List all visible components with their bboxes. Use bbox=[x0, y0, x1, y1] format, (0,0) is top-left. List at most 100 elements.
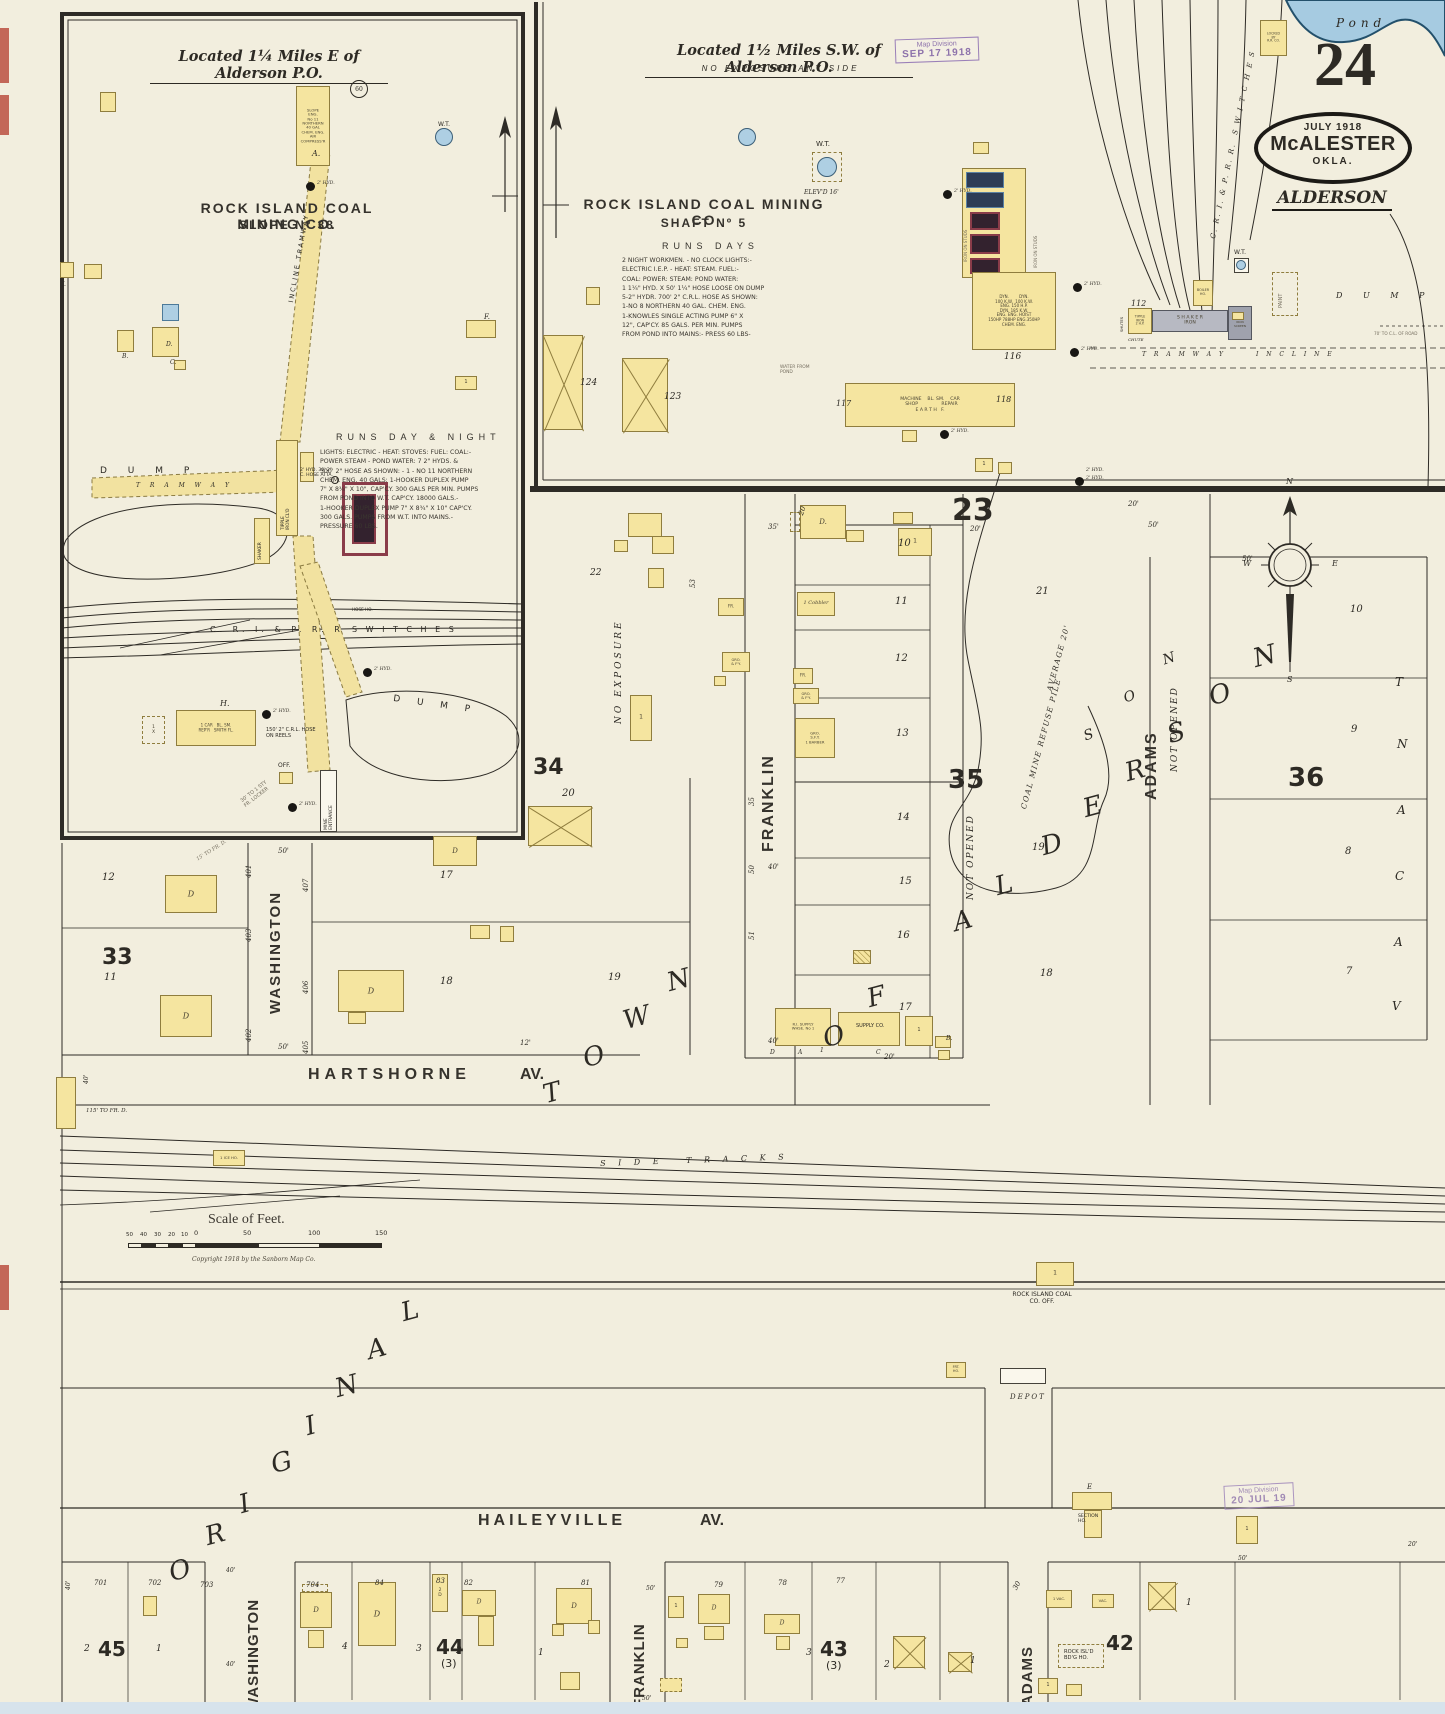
map-label: C. bbox=[170, 359, 177, 366]
logo-state: OKLA. bbox=[1312, 156, 1354, 167]
hydrant-dot bbox=[1075, 477, 1084, 486]
map-label: 17 bbox=[440, 870, 453, 881]
map-line bbox=[59, 1179, 421, 1206]
map-label: A. bbox=[312, 149, 321, 158]
map-label: 40 bbox=[140, 1232, 147, 1238]
map-label: 12 bbox=[895, 653, 908, 664]
map-label: ELEV'D 16' bbox=[804, 189, 839, 196]
map-label: 401 bbox=[245, 864, 253, 878]
map-label: I N C L I N E bbox=[1256, 351, 1335, 358]
street-label: WASHINGTON bbox=[267, 890, 284, 1014]
map-line bbox=[499, 116, 511, 138]
map-label: 50' bbox=[1242, 555, 1253, 563]
building-label: 1 CAR BL. SM. REP'R SMITH FL. bbox=[198, 722, 234, 732]
map-label: 20' bbox=[970, 525, 981, 533]
map-line bbox=[345, 690, 520, 782]
building-label: D bbox=[476, 1598, 482, 1606]
building: FR. bbox=[793, 668, 813, 684]
map-label: B. bbox=[122, 353, 129, 360]
map-label: 16 bbox=[897, 930, 910, 941]
building bbox=[143, 1596, 157, 1616]
map-label: 12 bbox=[102, 872, 115, 883]
building-label: D bbox=[452, 846, 458, 855]
map-label: 40' bbox=[226, 1567, 236, 1574]
building: SLOPE ENG. No 11 NORTHERN 40 GAL CHEM. E… bbox=[296, 86, 330, 166]
map-label: 150 bbox=[375, 1229, 388, 1237]
building: GRO. S.F.Y. 1 BARBER bbox=[795, 718, 835, 758]
building-label: VAC. bbox=[1098, 1597, 1108, 1603]
hydrant-label: 2' HYD. bbox=[1086, 476, 1104, 481]
building-label: DYN. DYN. 100 K.W. 100 K.W. ENG. 150 H.P… bbox=[988, 293, 1040, 327]
building bbox=[1232, 312, 1244, 320]
map-label: 1 bbox=[156, 1644, 162, 1654]
building bbox=[846, 530, 864, 542]
building: D bbox=[764, 1614, 800, 1634]
scale-segment bbox=[141, 1243, 156, 1248]
building-label: FR. bbox=[799, 672, 807, 678]
map-label: 112 bbox=[1131, 299, 1147, 308]
map-label: 1 bbox=[820, 1047, 824, 1054]
map-line bbox=[1227, 0, 1247, 261]
map-line bbox=[59, 1162, 1445, 1205]
scale-segment bbox=[257, 1243, 320, 1248]
building bbox=[853, 950, 871, 964]
mid-fire-note: 2 NIGHT WORKMEN. - NO CLOCK LIGHTS:- ELE… bbox=[622, 257, 765, 339]
left-fire-note: LIGHTS: ELECTRIC - HEAT: STOVES: FUEL: C… bbox=[320, 449, 479, 531]
map-label: 79 bbox=[714, 1581, 723, 1589]
map-label: MINE ENTRANCE bbox=[324, 805, 335, 830]
map-label: DEPOT bbox=[1010, 1393, 1046, 1401]
building-label: D bbox=[182, 1011, 190, 1021]
building-label: TIPPLE IRON 2 H.P. bbox=[1134, 314, 1146, 326]
hydrant-dot bbox=[288, 803, 297, 812]
building-label: D bbox=[367, 986, 375, 996]
map-label: N bbox=[1397, 737, 1408, 751]
map-label: 50 bbox=[126, 1232, 133, 1238]
map-label: SHUTES bbox=[1119, 316, 1124, 332]
building bbox=[100, 92, 116, 112]
building: 1 bbox=[455, 376, 477, 390]
map-label: 116 bbox=[1004, 352, 1022, 362]
building-label: D bbox=[779, 1619, 785, 1627]
map-line bbox=[1283, 496, 1297, 516]
map-line bbox=[1389, 213, 1430, 488]
map-label: 40' bbox=[768, 1037, 779, 1045]
map-label: 40' bbox=[65, 1580, 72, 1590]
building bbox=[973, 142, 989, 154]
building: FR. bbox=[718, 598, 744, 616]
building-label: D bbox=[373, 1609, 381, 1619]
map-label: 20' bbox=[1408, 1541, 1418, 1548]
building: GRO. & F'Y. bbox=[722, 652, 750, 672]
building-label: MACHINE BL. SM. CAR SHOP REPAIR E A R T … bbox=[900, 397, 960, 413]
map-label: D. bbox=[166, 341, 173, 348]
hydrant-dot bbox=[1073, 283, 1082, 292]
building: FRT. HO. bbox=[946, 1362, 966, 1378]
building bbox=[279, 772, 293, 784]
map-label: 40' bbox=[226, 1661, 236, 1668]
building: D bbox=[300, 1592, 332, 1628]
map-label: N bbox=[1286, 477, 1293, 486]
map-label: 18 bbox=[1040, 968, 1053, 979]
building-label: 1 bbox=[1245, 1526, 1249, 1533]
map-label: HOSE HO. bbox=[352, 607, 373, 612]
scale-segment bbox=[319, 1243, 382, 1248]
map-label: 50 bbox=[243, 1229, 252, 1237]
building-label: 1 bbox=[917, 1027, 921, 1034]
building: D bbox=[338, 970, 404, 1012]
map-label: 70' TO C.L. OF ROAD bbox=[1374, 331, 1418, 336]
map-label: 2 bbox=[456, 1646, 462, 1656]
building bbox=[543, 335, 585, 432]
binding-mark bbox=[0, 1265, 9, 1310]
building-label: 1 bbox=[913, 537, 917, 545]
building bbox=[1148, 1582, 1178, 1612]
map-label: 118 bbox=[996, 395, 1012, 404]
stamp-date: SEP 17 1918 bbox=[901, 46, 973, 61]
map-label: 18 bbox=[440, 976, 453, 987]
building: 1 bbox=[905, 1016, 933, 1046]
building-label: D bbox=[187, 889, 195, 899]
building: 1 X bbox=[142, 716, 165, 744]
mid-mine-name: SHAFT Nº 5 bbox=[660, 216, 748, 230]
map-label: C bbox=[876, 1049, 881, 1056]
map-line bbox=[1284, 0, 1445, 57]
logo-date: JULY 1918 bbox=[1303, 122, 1363, 133]
